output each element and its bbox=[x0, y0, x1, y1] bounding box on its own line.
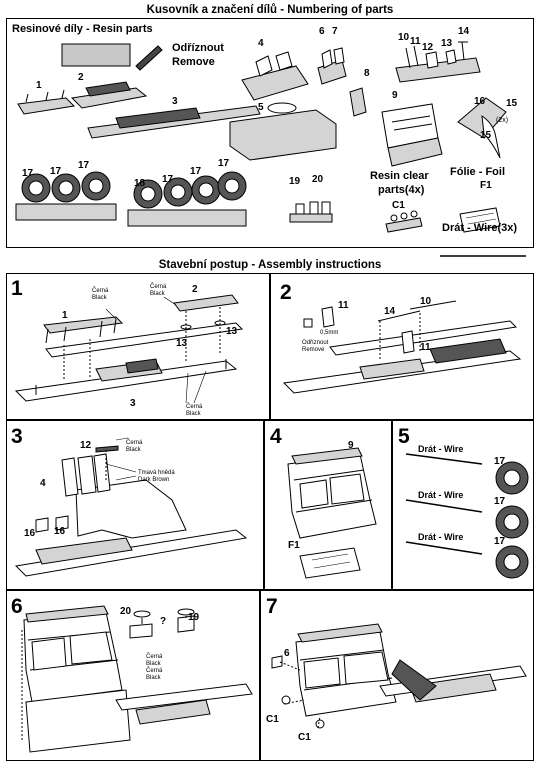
part-number-15b: 15 bbox=[480, 130, 492, 141]
part-number-1: 1 bbox=[36, 80, 42, 91]
step-3-drawing bbox=[14, 437, 248, 577]
part-number-17d: 17 bbox=[162, 174, 174, 185]
step4-part-9: 9 bbox=[348, 440, 354, 451]
part-number-13: 13 bbox=[441, 38, 453, 49]
step1-part-2: 2 bbox=[192, 284, 198, 295]
clear-parts-label-2: parts(4x) bbox=[378, 184, 425, 196]
clear-part-c1: C1 bbox=[392, 200, 405, 211]
step7-c1b: C1 bbox=[298, 732, 311, 743]
step2-part-14: 14 bbox=[384, 306, 396, 317]
step-3-number: 3 bbox=[11, 425, 23, 448]
step1-black-3: Černá bbox=[186, 404, 203, 410]
step-1-drawing bbox=[14, 294, 244, 404]
step2-part-11b: 11 bbox=[420, 342, 431, 353]
step1-black-1: Černá bbox=[92, 288, 109, 294]
cut-label-en: Remove bbox=[172, 56, 215, 68]
step5-wire-3: Drát - Wire bbox=[418, 532, 464, 542]
step3-part-16a: 16 bbox=[24, 528, 36, 539]
step-5-drawing bbox=[405, 453, 529, 579]
step5-wire-2: Drát - Wire bbox=[418, 490, 464, 500]
step3-part-4: 4 bbox=[40, 478, 46, 489]
step5-part-17b: 17 bbox=[494, 496, 506, 507]
step6-black-2: Černá bbox=[146, 668, 163, 674]
step4-f1: F1 bbox=[288, 540, 300, 551]
part-number-19: 19 bbox=[289, 176, 301, 187]
step3-black-en: Black bbox=[126, 447, 141, 453]
part-number-17a: 17 bbox=[22, 168, 34, 179]
step1-part-3: 3 bbox=[130, 398, 136, 409]
assembly-title: Stavební postup - Assembly instructions bbox=[158, 259, 382, 271]
step2-cut-en: Remove bbox=[302, 347, 325, 353]
part-number-17c: 17 bbox=[78, 160, 90, 171]
step2-part-10: 10 bbox=[420, 296, 432, 307]
step1-black-3-en: Black bbox=[186, 411, 201, 417]
step1-black-2: Černá bbox=[150, 284, 167, 290]
step-5-number: 5 bbox=[398, 425, 410, 448]
step-4-number: 4 bbox=[270, 425, 282, 448]
step7-c1a: C1 bbox=[266, 714, 279, 725]
resin-parts-label: Resinové díly - Resin parts bbox=[12, 23, 153, 35]
step3-part-12: 12 bbox=[80, 440, 92, 451]
step5-part-17a: 17 bbox=[494, 456, 506, 467]
step1-part-13b: 13 bbox=[226, 326, 238, 337]
part-number-10: 10 bbox=[398, 32, 410, 43]
part-number-12: 12 bbox=[422, 42, 434, 53]
cut-label: Odříznout bbox=[172, 42, 224, 54]
step-2-number: 2 bbox=[280, 281, 292, 304]
parts-title: Kusovník a značení dílů - Numbering of p… bbox=[146, 4, 394, 16]
step6-question: ? bbox=[160, 616, 167, 627]
part-number-16: 16 bbox=[474, 96, 486, 107]
step-7-drawing bbox=[271, 623, 527, 729]
step-2-drawing bbox=[282, 300, 522, 394]
step2-part-11a: 11 bbox=[338, 300, 349, 311]
step3-brown-en: Dark Brown bbox=[138, 477, 170, 483]
step5-part-17c: 17 bbox=[494, 536, 506, 547]
part-number-2: 2 bbox=[78, 72, 84, 83]
part-number-3: 3 bbox=[172, 96, 178, 107]
part-number-17f: 17 bbox=[218, 158, 230, 169]
step5-wire-1: Drát - Wire bbox=[418, 444, 464, 454]
step-1-number: 1 bbox=[11, 277, 23, 300]
part-number-8: 8 bbox=[364, 68, 370, 79]
part-number-18: 18 bbox=[134, 178, 146, 189]
step-4-drawing bbox=[287, 447, 377, 579]
step3-brown: Tmavá hnědá bbox=[138, 470, 175, 476]
part-number-17e: 17 bbox=[190, 166, 202, 177]
parts-drawing bbox=[15, 41, 526, 257]
cut-legend-graphic bbox=[61, 43, 163, 71]
step2-size: 0,5mm bbox=[320, 330, 339, 336]
clear-parts-label-1: Resin clear bbox=[370, 170, 429, 182]
part-15-qty: (2x) bbox=[496, 117, 509, 124]
step1-part-1: 1 bbox=[62, 310, 68, 321]
step6-black-1: Černá bbox=[146, 654, 163, 660]
part-number-14: 14 bbox=[458, 26, 470, 37]
step2-cut: Odříznout bbox=[302, 340, 329, 346]
step6-black-1-en: Black bbox=[146, 661, 161, 667]
part-number-20: 20 bbox=[312, 174, 324, 185]
step-6-number: 6 bbox=[11, 595, 23, 618]
step6-part-20: 20 bbox=[120, 606, 132, 617]
step1-black-2-en: Black bbox=[150, 291, 165, 297]
foil-part-f1: F1 bbox=[480, 180, 492, 191]
step7-part-6: 6 bbox=[284, 648, 290, 659]
part-number-4: 4 bbox=[258, 38, 264, 49]
part-number-15a: 15 bbox=[506, 98, 518, 109]
step-6-drawing bbox=[21, 605, 253, 753]
part-number-11: 11 bbox=[410, 36, 421, 47]
wire-label: Drát - Wire(3x) bbox=[442, 222, 518, 234]
part-number-5: 5 bbox=[258, 102, 264, 113]
part-number-6: 6 bbox=[319, 26, 325, 37]
foil-label: Fólie - Foil bbox=[450, 166, 505, 178]
step3-part-16b: 16 bbox=[54, 526, 66, 537]
step6-part-19: 19 bbox=[188, 612, 200, 623]
step1-part-13a: 13 bbox=[176, 338, 188, 349]
part-number-7: 7 bbox=[332, 26, 338, 37]
step6-black-2-en: Black bbox=[146, 675, 161, 681]
part-number-17b: 17 bbox=[50, 166, 62, 177]
part-number-9: 9 bbox=[392, 90, 398, 101]
step-7-number: 7 bbox=[266, 595, 278, 618]
step1-black-1-en: Black bbox=[92, 295, 107, 301]
step3-black: Černá bbox=[126, 440, 143, 446]
